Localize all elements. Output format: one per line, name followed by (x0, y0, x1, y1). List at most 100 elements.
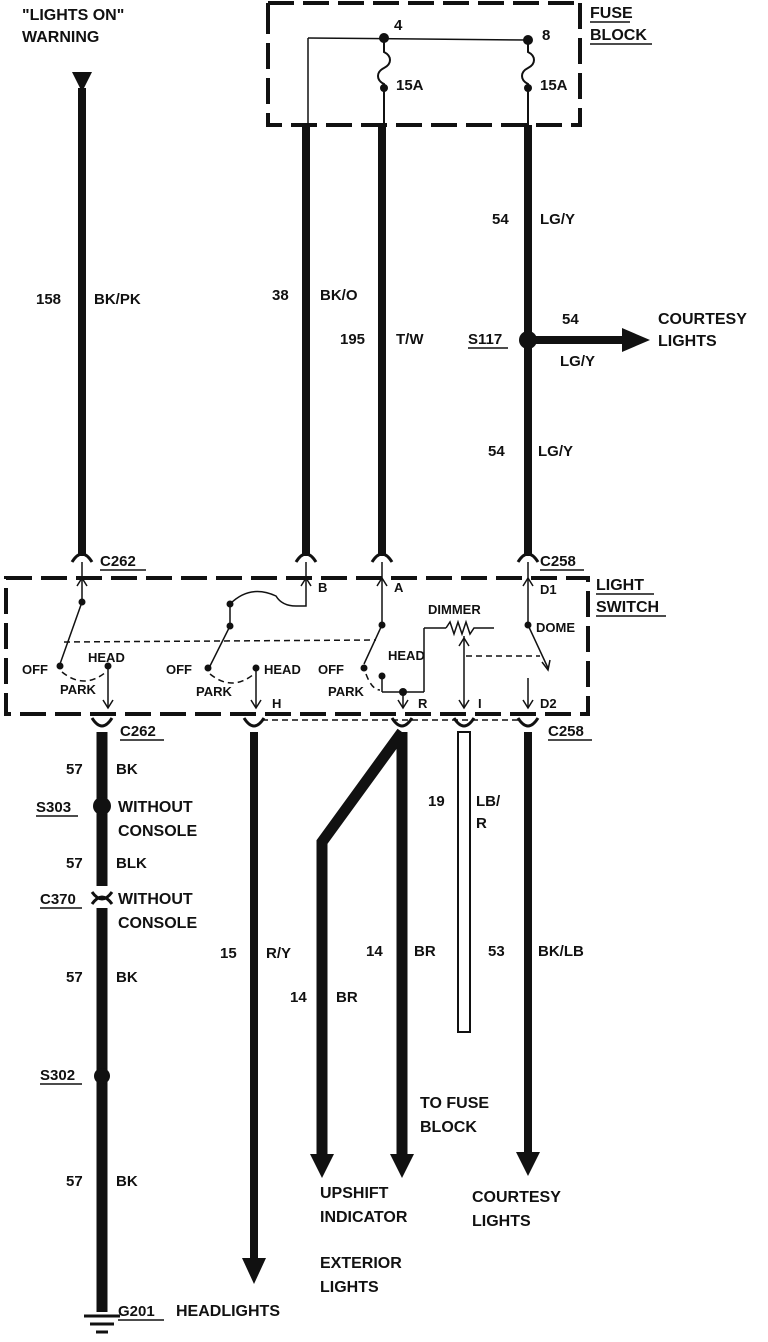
wire-54-upper-color: LG/Y (540, 211, 575, 228)
ground-icon (84, 1314, 120, 1334)
pin-b: B (318, 580, 327, 595)
wire-15-circuit: 15 (220, 945, 237, 962)
right-off: OFF (318, 662, 344, 677)
wire-54-upper-circuit: 54 (492, 211, 509, 228)
fuse-4-rating: 15A (396, 77, 424, 94)
upshift-indicator-arrow-icon (310, 1154, 334, 1178)
bottom-connector-caps (90, 717, 540, 728)
light-switch-title-1: LIGHT (596, 577, 644, 594)
top-wires (72, 72, 650, 556)
connector-c262-top: C262 (100, 553, 136, 570)
wire-14b-color: BR (414, 943, 436, 960)
ground-w2-color: BLK (116, 855, 147, 872)
wire-19-color: LB/ (476, 793, 501, 810)
courtesy-lights-bottom-2: LIGHTS (472, 1213, 531, 1230)
wire-54-lower-color: LG/Y (538, 443, 573, 460)
wire-38-color: BK/O (320, 287, 358, 304)
splice-s302-label: S302 (40, 1067, 75, 1084)
ground-w4-circuit: 57 (66, 1173, 83, 1190)
pin-d2: D2 (540, 696, 557, 711)
courtesy-lights-bottom-1: COURTESY (472, 1189, 561, 1206)
wire-19-hollow (457, 731, 471, 1033)
lights-on-title: "LIGHTS ON" (22, 7, 124, 24)
right-park: PARK (328, 684, 364, 699)
wire-53-color: BK/LB (538, 943, 584, 960)
courtesy-lights-arrow-icon (622, 328, 650, 352)
fuse-4-symbol (377, 38, 391, 90)
pin-d1: D1 (540, 582, 557, 597)
wire-38-circuit: 38 (272, 287, 289, 304)
mid-park: PARK (196, 684, 232, 699)
top-connector-caps (70, 552, 540, 625)
wire-19-circuit: 19 (428, 793, 445, 810)
ground-w1-color: BK (116, 761, 138, 778)
fuse-block-label-2: BLOCK (590, 27, 647, 44)
right-head: HEAD (388, 648, 425, 663)
to-fuse-block-arrow-icon (390, 1154, 414, 1178)
courtesy-lights-top-1: COURTESY (658, 311, 747, 328)
connector-c258-top: C258 (540, 553, 576, 570)
light-switch-box (4, 576, 590, 716)
ground-w1-circuit: 57 (66, 761, 83, 778)
wire-14a-circuit: 14 (290, 989, 307, 1006)
left-head: HEAD (88, 650, 125, 665)
left-off: OFF (22, 662, 48, 677)
s117-branch-color: LG/Y (560, 353, 595, 370)
splice-s303-label: S303 (36, 799, 71, 816)
wire-53-circuit: 53 (488, 943, 505, 960)
upshift-indicator-1: UPSHIFT (320, 1185, 389, 1202)
splice-s302-dot (94, 1068, 110, 1084)
splice-s303-dot (93, 797, 111, 815)
ground-w3-color: BK (116, 969, 138, 986)
exterior-lights-1: EXTERIOR (320, 1255, 402, 1272)
left-park: PARK (60, 682, 96, 697)
wire-19-color-2: R (476, 815, 487, 832)
courtesy-lights-bottom-arrow-icon (516, 1152, 540, 1176)
pin-a: A (394, 580, 404, 595)
s303-note-2: CONSOLE (118, 823, 197, 840)
pin-h: H (272, 696, 281, 711)
to-fuse-block-1: TO FUSE (420, 1095, 489, 1112)
fuse-8-symbol (521, 40, 535, 90)
fuse-4-number: 4 (394, 17, 403, 34)
labels: "LIGHTS ON" WARNING FUSE BLOCK 4 15A 8 1… (22, 5, 747, 1321)
mid-head: HEAD (264, 662, 301, 677)
fuse-block (266, 1, 582, 127)
fuse-block-label: FUSE (590, 5, 633, 22)
s117-branch-circuit: 54 (562, 311, 579, 328)
ground-g201-label: G201 (118, 1303, 155, 1320)
wire-54-lower-circuit: 54 (488, 443, 505, 460)
dimmer-label: DIMMER (428, 602, 481, 617)
light-switch-title-2: SWITCH (596, 599, 659, 616)
wire-195-color: T/W (396, 331, 424, 348)
wire-158-color: BK/PK (94, 291, 141, 308)
pin-r: R (418, 696, 428, 711)
dimmer-resistor-icon (445, 619, 494, 637)
dome-label: DOME (536, 620, 575, 635)
c370-note-2: CONSOLE (118, 915, 197, 932)
bottom-wires (84, 728, 540, 1334)
connector-c258-bottom: C258 (548, 723, 584, 740)
s303-note-1: WITHOUT (118, 799, 193, 816)
headlights-label: HEADLIGHTS (176, 1303, 280, 1320)
wire-195-circuit: 195 (340, 331, 365, 348)
c370-note-1: WITHOUT (118, 891, 193, 908)
wire-14a-color: BR (336, 989, 358, 1006)
upshift-indicator-2: INDICATOR (320, 1209, 408, 1226)
wire-158-circuit: 158 (36, 291, 61, 308)
connector-c262-bottom: C262 (120, 723, 156, 740)
lights-on-warning-arrow-icon (72, 72, 92, 92)
fuse-8-number: 8 (542, 27, 550, 44)
exterior-lights-arrow-icon (242, 1258, 266, 1284)
ground-w4-color: BK (116, 1173, 138, 1190)
exterior-lights-2: LIGHTS (320, 1279, 379, 1296)
ground-w3-circuit: 57 (66, 969, 83, 986)
ground-w2-circuit: 57 (66, 855, 83, 872)
splice-s117-label: S117 (468, 331, 502, 348)
mid-off: OFF (166, 662, 192, 677)
wire-14b-circuit: 14 (366, 943, 383, 960)
courtesy-lights-top-2: LIGHTS (658, 333, 717, 350)
fuse-8-rating: 15A (540, 77, 568, 94)
lights-on-subtitle: WARNING (22, 29, 99, 46)
connector-c370-label: C370 (40, 891, 76, 908)
